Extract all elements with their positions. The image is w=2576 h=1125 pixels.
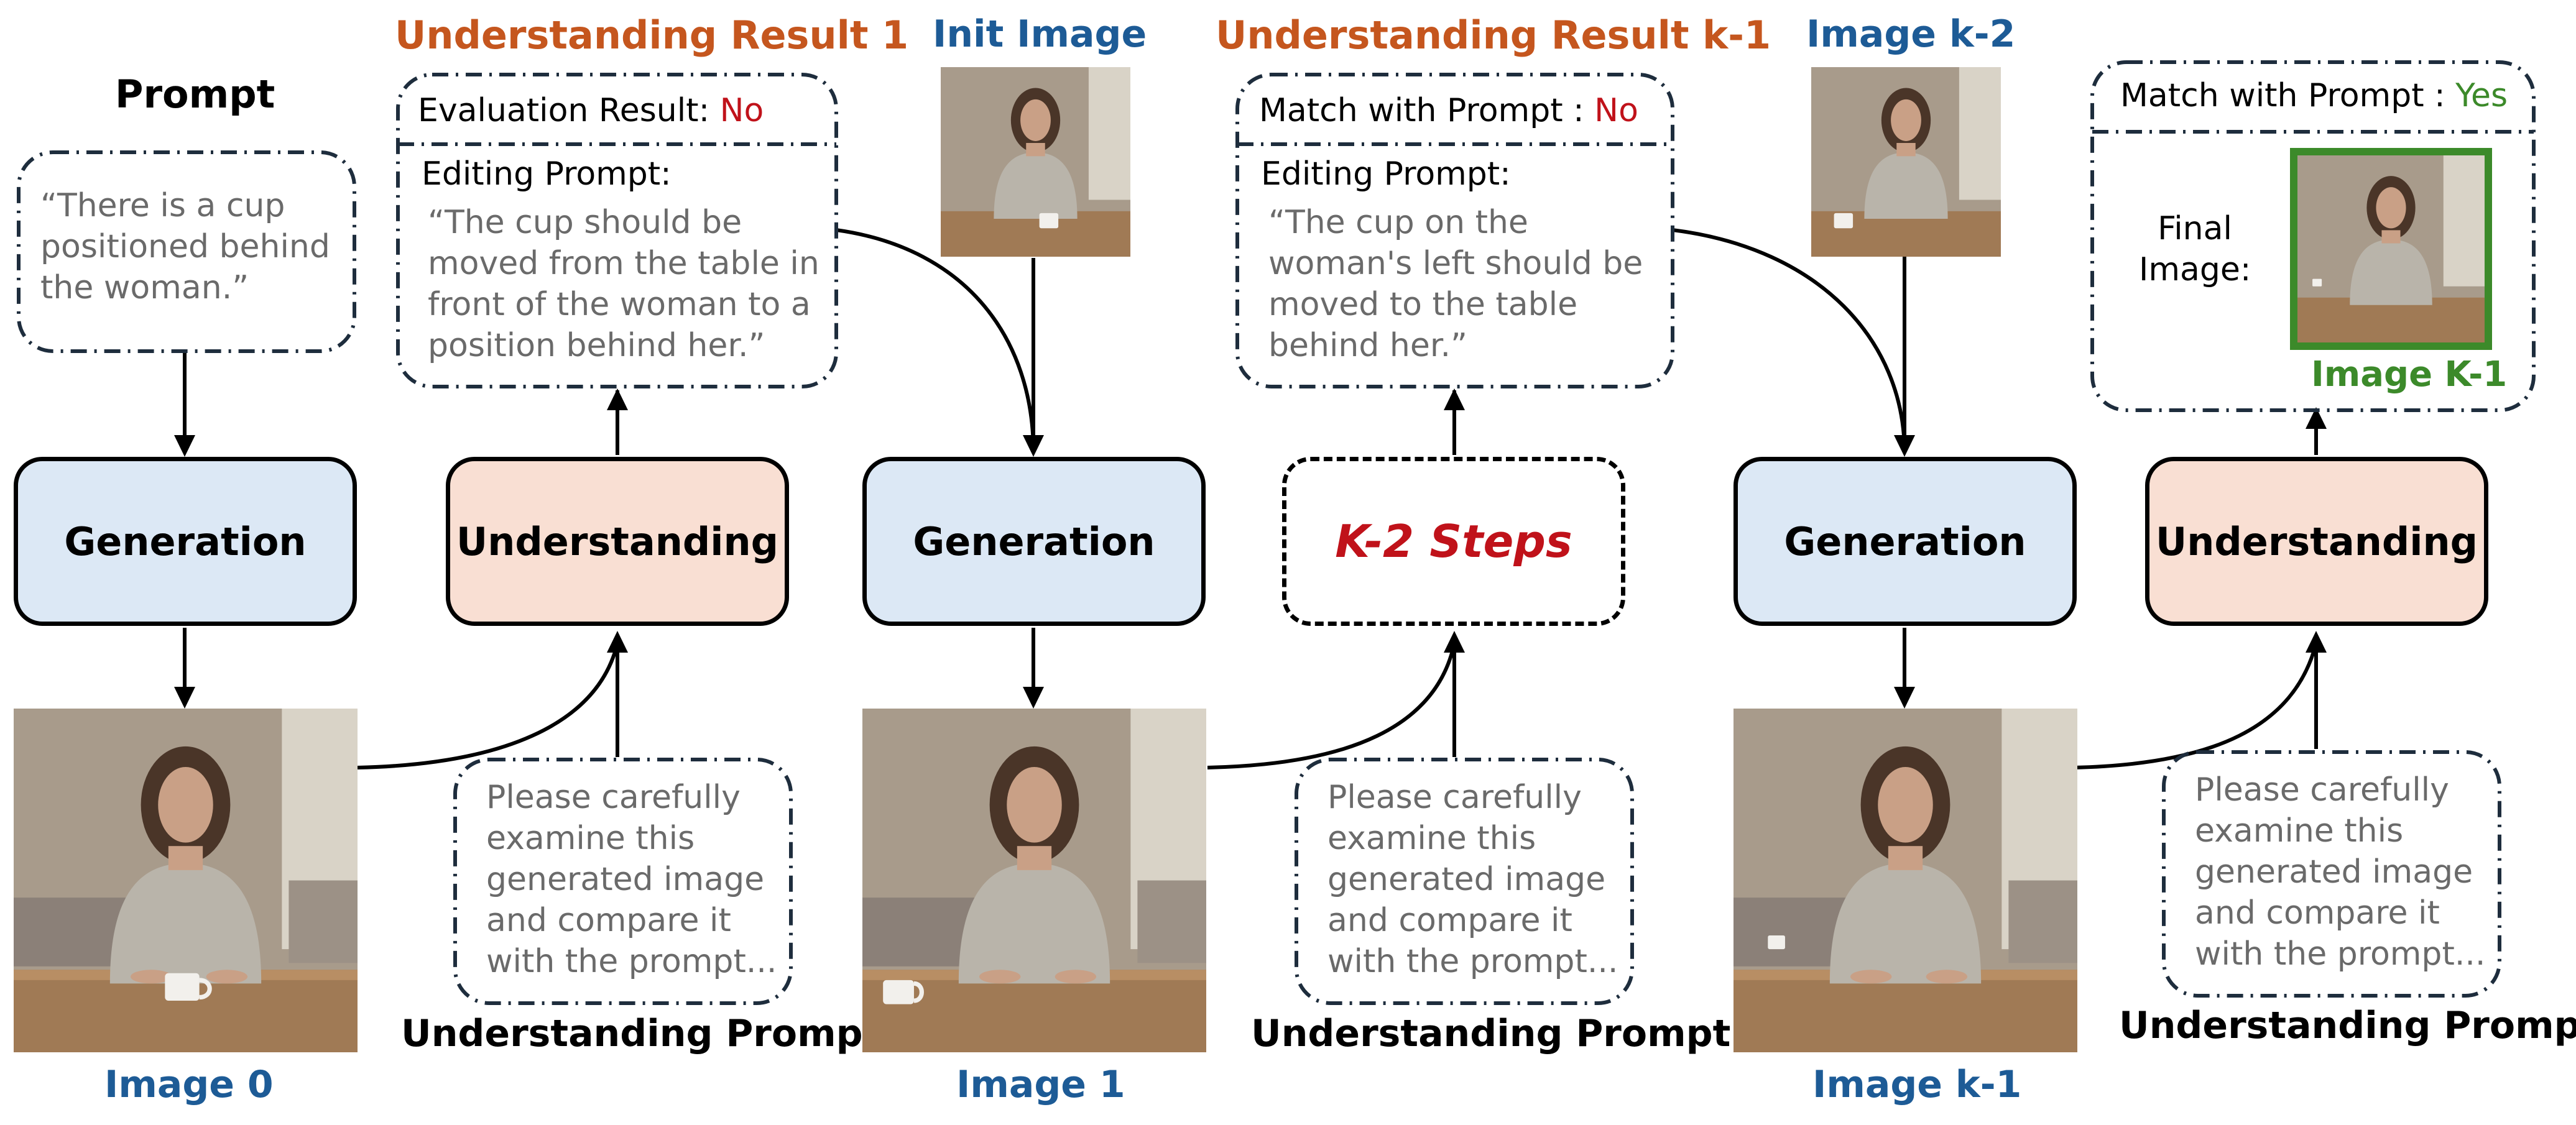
final-image-label: Final Image: bbox=[2139, 210, 2251, 288]
final-box-border bbox=[2090, 60, 2536, 412]
prompt-box-border bbox=[17, 150, 356, 353]
match-label-final: Match with Prompt : bbox=[2120, 77, 2456, 114]
understanding-prompt-caption-2: Understanding Prompt bbox=[1251, 1012, 1731, 1055]
image-k1-caption: Image k-1 bbox=[1812, 1063, 2022, 1106]
editing-prompt-label-1: Editing Prompt: bbox=[422, 155, 672, 193]
image-k2-header: Image k-2 bbox=[1806, 12, 2016, 56]
prompt-header: Prompt bbox=[115, 71, 275, 117]
final-image-photo bbox=[2290, 148, 2492, 350]
curve-image1-to-steps bbox=[1207, 643, 1456, 769]
resultk1-box-border bbox=[1235, 73, 1674, 388]
match-value-k1: No bbox=[1594, 92, 1638, 129]
curve-image0-to-understanding1 bbox=[357, 643, 619, 769]
evaluation-result: Evaluation Result: No bbox=[418, 92, 764, 129]
generation-block-1: Generation bbox=[14, 457, 357, 626]
understanding-prompt-caption-1: Understanding Prompt bbox=[401, 1012, 881, 1055]
uprompt3-box-border bbox=[2162, 750, 2501, 998]
result1-box-border bbox=[396, 73, 838, 388]
curve-imagek1-to-understanding3 bbox=[2073, 643, 2318, 769]
init-image-header: Init Image bbox=[933, 12, 1147, 56]
curve-result1-to-generation2 bbox=[836, 228, 1035, 449]
uprompt2-box-border bbox=[1295, 758, 1634, 1005]
uprompt1-box-border bbox=[453, 758, 793, 1005]
understanding-prompt-text-3: Please carefully examine this generated … bbox=[2195, 771, 2486, 973]
image-k1-photo bbox=[1733, 709, 2077, 1052]
image-0-caption: Image 0 bbox=[104, 1063, 274, 1106]
understanding-prompt-text-2: Please carefully examine this generated … bbox=[1327, 779, 1618, 980]
generation-block-2: Generation bbox=[862, 457, 1206, 626]
understanding-block-3: Understanding bbox=[2145, 457, 2488, 626]
image-0-photo bbox=[14, 709, 358, 1052]
understanding-result-1-header: Understanding Result 1 bbox=[395, 12, 909, 58]
generation-block-3: Generation bbox=[1733, 457, 2077, 626]
editing-prompt-text-1: “The cup should be moved from the table … bbox=[428, 204, 819, 364]
prompt-text: “There is a cup positioned behind the wo… bbox=[40, 187, 330, 306]
k2-steps-block: K-2 Steps bbox=[1282, 457, 1625, 626]
match-value-final: Yes bbox=[2455, 77, 2508, 114]
image-1-caption: Image 1 bbox=[956, 1063, 1125, 1106]
evaluation-label: Evaluation Result: bbox=[418, 92, 720, 129]
editing-prompt-label-k1: Editing Prompt: bbox=[1261, 155, 1511, 193]
image-1-photo bbox=[862, 709, 1206, 1052]
understanding-result-k1-header: Understanding Result k-1 bbox=[1216, 12, 1771, 58]
init-image-photo bbox=[941, 67, 1130, 257]
editing-prompt-text-k1: “The cup on the woman's left should be m… bbox=[1268, 204, 1643, 364]
match-result-final: Match with Prompt : Yes bbox=[2120, 77, 2508, 114]
image-k1-final-caption: Image K-1 bbox=[2311, 354, 2508, 395]
curve-resultk1-to-generation3 bbox=[1672, 228, 1906, 449]
understanding-block-1: Understanding bbox=[446, 457, 789, 626]
evaluation-value: No bbox=[719, 92, 764, 129]
understanding-prompt-text-1: Please carefully examine this generated … bbox=[486, 779, 777, 980]
match-label-k1: Match with Prompt : bbox=[1259, 92, 1595, 129]
match-result-k1: Match with Prompt : No bbox=[1259, 92, 1638, 129]
understanding-prompt-caption-3: Understanding Prompt bbox=[2119, 1004, 2576, 1047]
image-k2-photo bbox=[1811, 67, 2001, 257]
